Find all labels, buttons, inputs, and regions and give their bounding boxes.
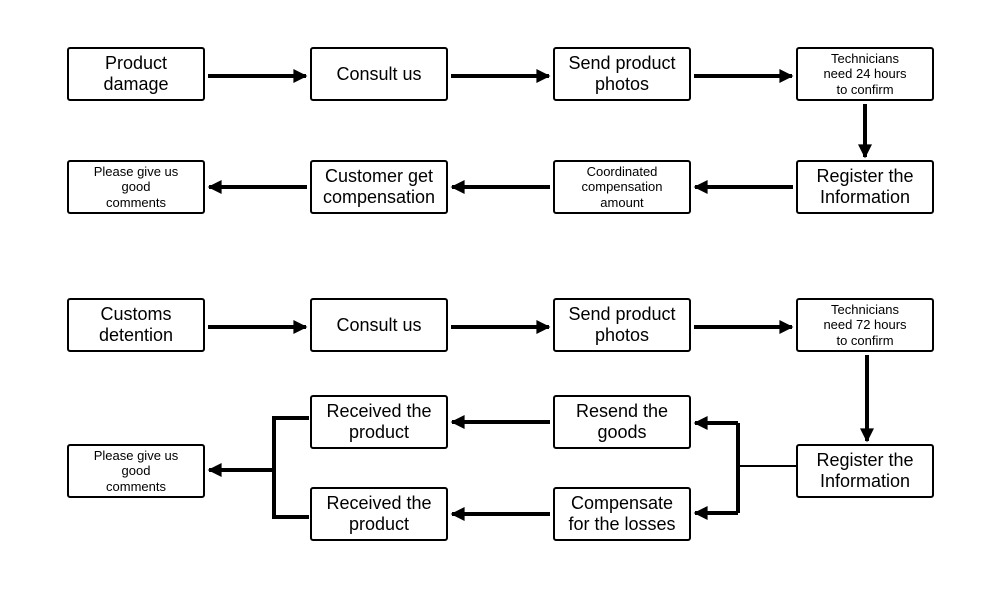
label-line: need 72 hours (823, 317, 907, 333)
label-line: Register the (816, 450, 914, 471)
label-line: Technicians (831, 50, 899, 66)
label-line: damage (103, 74, 169, 94)
label-line: good (121, 179, 151, 195)
label-line: comments (106, 194, 166, 210)
label-line: Received the (326, 493, 432, 514)
step-consult-us-2: Consult us (310, 298, 448, 352)
label-line: Send product (568, 53, 676, 74)
label-line: Product (104, 53, 168, 74)
label-line: Information (819, 187, 911, 207)
label-line: amount (600, 194, 644, 210)
label-line: Consult us (336, 63, 422, 84)
label-line: to confirm (836, 81, 894, 97)
label-line: goods (597, 422, 647, 442)
label-line: product (348, 514, 410, 534)
label-line: Technicians (831, 301, 899, 317)
label-line: photos (594, 325, 650, 345)
label-line: to confirm (836, 332, 894, 348)
label-line: photos (594, 74, 650, 94)
merge-bracket (272, 416, 309, 519)
label-line: compensation (581, 179, 663, 195)
label-line: Compensate (570, 493, 674, 514)
label-line: comments (106, 478, 166, 494)
label-line: Consult us (336, 314, 422, 335)
label-line: Register the (816, 166, 914, 187)
label-line: Send product (568, 304, 676, 325)
label-line: Information (819, 471, 911, 491)
label-line: Resend the (575, 401, 669, 422)
step-consult-us: Consult us (310, 47, 448, 101)
label-line: Please give us (93, 163, 179, 179)
label-line: Coordinated (586, 163, 658, 179)
label-line: Please give us (93, 447, 179, 463)
label-line: good (121, 463, 151, 479)
label-line: product (348, 422, 410, 442)
label-line: detention (98, 325, 174, 345)
label-line: Customer get (324, 166, 434, 187)
label-line: need 24 hours (823, 66, 907, 82)
label-line: for the losses (568, 514, 676, 534)
label-line: Received the (326, 401, 432, 422)
label-line: Customs (100, 304, 172, 325)
label-line: compensation (322, 187, 436, 207)
